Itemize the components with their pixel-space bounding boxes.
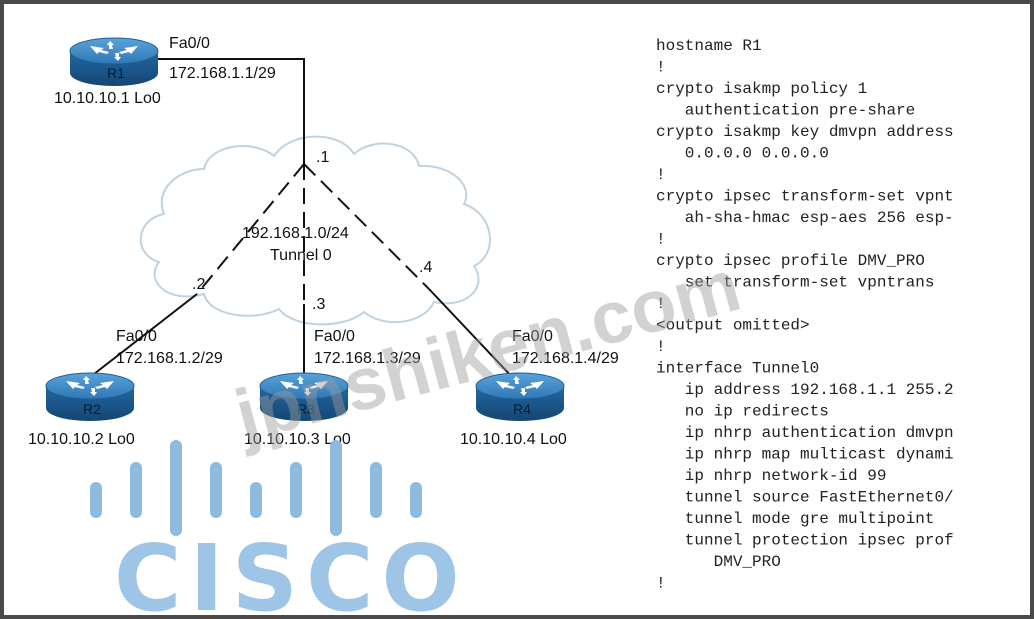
config-line: authentication pre-share [656, 102, 915, 120]
config-line: tunnel mode gre multipoint [656, 510, 934, 528]
tunnel-cloud [139, 135, 491, 326]
config-line: 0.0.0.0 0.0.0.0 [656, 145, 829, 163]
tunnel-name-label: Tunnel 0 [270, 247, 332, 264]
config-listing: hostname R1! crypto isakmp policy 1 authe… [656, 37, 954, 593]
r2-loopback-label: 10.10.10.2 Lo0 [28, 431, 135, 448]
config-line: interface Tunnel0 [656, 360, 819, 378]
config-line: no ip redirects [656, 403, 829, 421]
r3-interface-label: Fa0/0 [314, 328, 355, 345]
config-line: crypto ipsec profile DMV_PRO [656, 252, 925, 270]
r4-address-label: 172.168.1.4/29 [512, 350, 619, 367]
r4-loopback-label: 10.10.10.4 Lo0 [460, 431, 567, 448]
tunnel-network-label: 192.168.1.0/24 [242, 225, 349, 242]
config-line: ah-sha-hmac esp-aes 256 esp- [656, 209, 954, 227]
r3-loopback-label: 10.10.10.3 Lo0 [244, 431, 351, 448]
r2-address-label: 172.168.1.2/29 [116, 350, 223, 367]
cisco-logo-text: CISCO [114, 525, 468, 615]
router-r4-name: R4 [513, 401, 531, 417]
router-r3: R3 [259, 372, 349, 422]
router-r1: R1 [69, 37, 159, 87]
config-line: ! [656, 231, 666, 249]
r2-interface-label: Fa0/0 [116, 328, 157, 345]
config-line: hostname R1 [656, 37, 762, 55]
r3-address-label: 172.168.1.3/29 [314, 350, 421, 367]
r1-loopback-label: 10.10.10.1 Lo0 [54, 90, 161, 107]
config-line: ! [656, 166, 666, 184]
r2-tunnel-endpoint: .2 [192, 276, 205, 293]
r1-address-label: 172.168.1.1/29 [169, 65, 276, 82]
config-line: ip nhrp network-id 99 [656, 467, 886, 485]
router-r1-name: R1 [107, 65, 125, 81]
config-line: tunnel source FastEthernet0/ [656, 489, 954, 507]
config-line: ! [656, 575, 666, 593]
config-line: crypto isakmp key dmvpn address [656, 123, 954, 141]
config-line: ip address 192.168.1.1 255.2 [656, 381, 954, 399]
config-line: crypto isakmp policy 1 [656, 80, 867, 98]
r4-tunnel-endpoint: .4 [419, 259, 432, 276]
config-line: <output omitted> [656, 317, 810, 335]
r1-interface-label: Fa0/0 [169, 35, 210, 52]
config-line: set transform-set vpntrans [656, 274, 934, 292]
router-r3-name: R3 [297, 401, 315, 417]
r1-tunnel-endpoint: .1 [316, 149, 329, 166]
config-line: ! [656, 295, 666, 313]
physical-links [93, 58, 515, 380]
cisco-logo: CISCO [90, 440, 468, 615]
config-line: ! [656, 338, 666, 356]
config-line: tunnel protection ipsec prof [656, 532, 954, 550]
config-line: DMV_PRO [656, 553, 781, 571]
config-line: crypto ipsec transform-set vpnt [656, 188, 954, 206]
config-line: ! [656, 59, 666, 77]
network-diagram: R1 R2 R3 R4 Fa0/0 172.168.1.1/29 10.10.1… [28, 35, 954, 615]
router-r2-name: R2 [83, 401, 101, 417]
r3-tunnel-endpoint: .3 [312, 296, 325, 313]
router-r4: R4 [475, 372, 565, 422]
config-line: ip nhrp authentication dmvpn [656, 424, 954, 442]
r4-interface-label: Fa0/0 [512, 328, 553, 345]
config-line: ip nhrp map multicast dynami [656, 446, 954, 464]
router-r2: R2 [45, 372, 135, 422]
tunnel-links [196, 163, 430, 304]
